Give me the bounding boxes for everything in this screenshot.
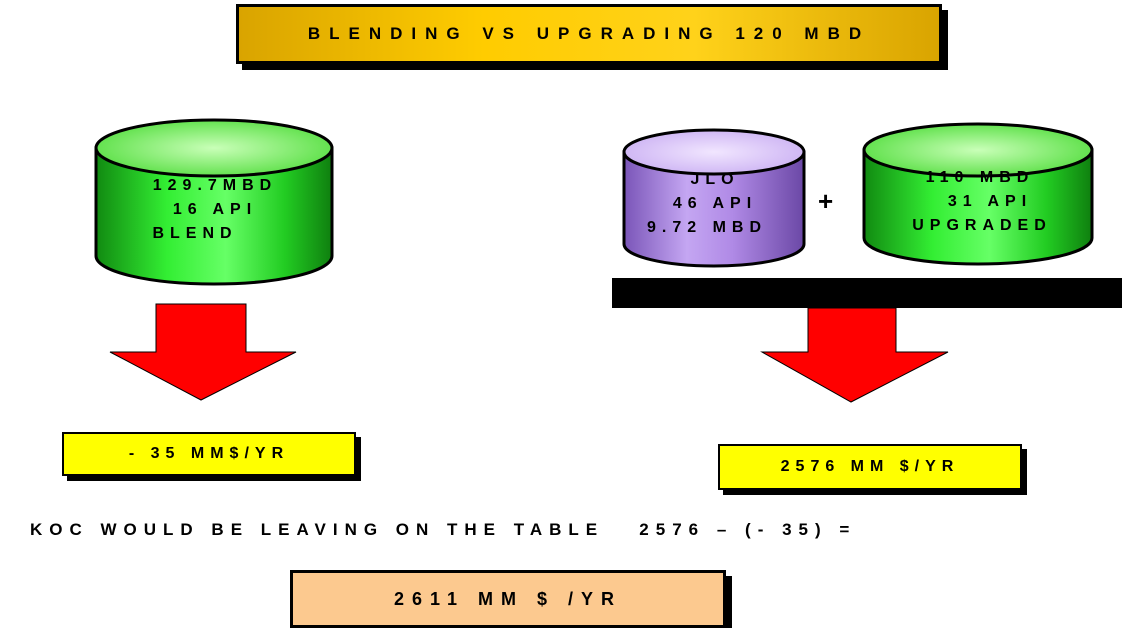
jlo-cylinder-label-1: JLO <box>690 171 740 188</box>
upgraded-cylinder <box>862 122 1094 266</box>
blend-cylinder <box>94 118 334 286</box>
blend-value: - 35 MM$/YR <box>128 445 290 462</box>
upgrade-value: 2576 MM $/YR <box>780 458 960 475</box>
conclusion-statement: KOC WOULD BE LEAVING ON THE TABLE 2576 –… <box>30 520 857 539</box>
upgraded-cylinder-label-3: UPGRADED <box>912 217 1052 234</box>
blend-cylinder-label-1: 129.7MBD <box>152 177 278 194</box>
title-text: BLENDING VS UPGRADING 120 MBD <box>307 24 871 43</box>
blend-cylinder-label-3: BLEND <box>152 225 238 242</box>
plus-sign: + <box>818 186 834 216</box>
jlo-cylinder-label-3: 9.72 MBD <box>646 219 768 236</box>
blend-cylinder-label-2: 16 API <box>172 201 258 218</box>
blend-value-box: - 35 MM$/YR <box>62 432 356 476</box>
down-arrow-right <box>760 307 949 403</box>
jlo-cylinder-label-2: 46 API <box>672 195 758 212</box>
jlo-cylinder <box>622 128 806 268</box>
upgrade-value-box: 2576 MM $/YR <box>718 444 1022 490</box>
down-arrow-left <box>109 303 297 401</box>
page-title: BLENDING VS UPGRADING 120 MBD <box>236 4 942 64</box>
separator-bar <box>612 278 1122 308</box>
upgraded-cylinder-label-2: 31 API <box>947 193 1033 210</box>
result-box: 2611 MM $ /YR <box>290 570 726 628</box>
result-value: 2611 MM $ /YR <box>393 588 623 609</box>
upgraded-cylinder-label-1: 110 MBD <box>925 169 1035 186</box>
